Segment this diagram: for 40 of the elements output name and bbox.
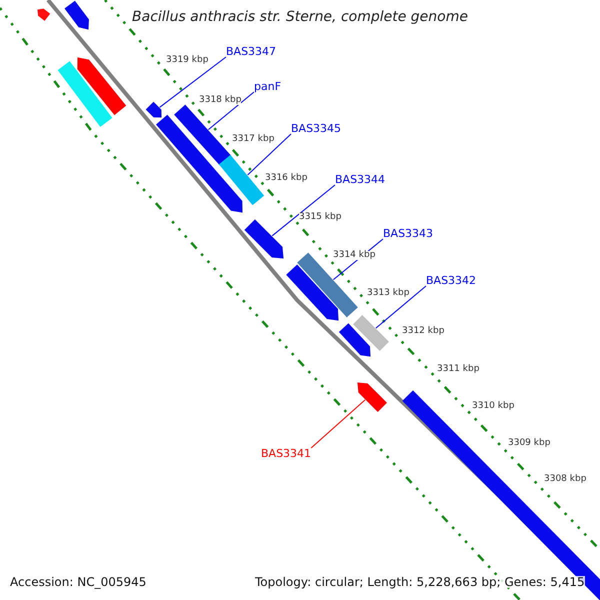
leader-line — [247, 134, 292, 176]
gene-label: BAS3341 — [261, 448, 312, 459]
scale-label: 3310 kbp — [472, 402, 514, 411]
scale-label: 3316 kbp — [265, 174, 308, 183]
scale-label: 3313 kbp — [367, 289, 410, 298]
scale-label: 3309 kbp — [508, 439, 550, 448]
scale-label: 3311 kbp — [437, 365, 480, 374]
title: Bacillus anthracis str. Sterne, complete genome — [131, 10, 469, 24]
scale-label: 3315 kbp — [299, 213, 342, 222]
gene-label: panF — [254, 81, 282, 92]
gene-feature — [146, 102, 162, 118]
gene-feature — [338, 323, 371, 357]
gene-label: BAS3344 — [335, 174, 386, 185]
gene-label: BAS3347 — [226, 46, 276, 57]
leader-line — [272, 184, 336, 236]
leader-line — [310, 399, 366, 448]
leader-line — [208, 92, 254, 130]
scale-label: 3317 kbp — [232, 135, 274, 144]
gene-feature — [174, 104, 231, 166]
gene-label: BAS3345 — [291, 123, 342, 134]
gene-feature — [353, 315, 389, 351]
scale-label: 3319 kbp — [166, 56, 208, 65]
gene-feature — [58, 61, 112, 127]
scale-label: 3314 kbp — [333, 251, 376, 260]
gene-feature — [244, 219, 284, 259]
scale-label: 3312 kbp — [402, 327, 444, 336]
gene-feature — [357, 382, 387, 412]
leader-line — [375, 286, 426, 329]
scale-label: 3308 kbp — [544, 475, 586, 484]
gene-feature — [64, 0, 89, 30]
gene-feature — [286, 264, 339, 321]
gene-label: BAS3343 — [383, 228, 434, 239]
gene-feature — [37, 8, 50, 21]
gene-feature — [218, 154, 264, 206]
gene-label: BAS3342 — [426, 275, 476, 286]
genome-summary-text: Topology: circular; Length: 5,228,663 bp; Genes: 5,415 — [255, 576, 585, 588]
leader-line — [159, 56, 226, 108]
gene-feature — [77, 57, 126, 116]
accession-text: Accession: NC_005945 — [10, 576, 146, 588]
scale-label: 3318 kbp — [199, 96, 242, 105]
